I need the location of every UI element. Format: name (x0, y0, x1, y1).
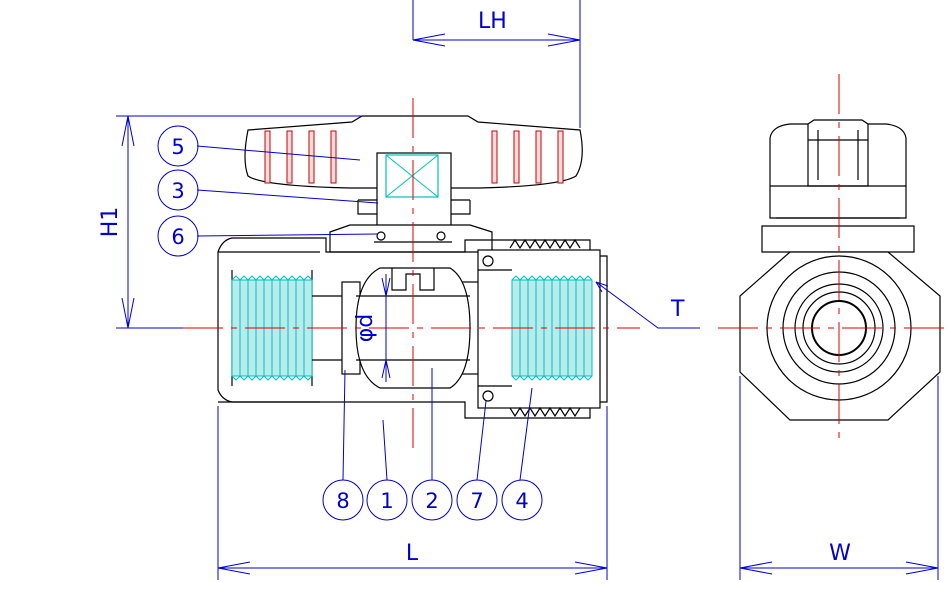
balloon-4: 4 (501, 479, 543, 521)
svg-text:1: 1 (380, 489, 393, 513)
balloon-5: 5 (157, 125, 199, 167)
dim-label-h1: H1 (98, 207, 123, 238)
bonnet (329, 224, 493, 253)
balloon-2: 2 (411, 479, 453, 521)
svg-text:5: 5 (171, 135, 184, 159)
handle (244, 115, 583, 189)
dim-label-w: W (829, 541, 851, 566)
balloon-6: 6 (157, 215, 199, 257)
front-section-view (183, 98, 640, 452)
balloon-1: 1 (366, 479, 408, 521)
balloon-8: 8 (322, 479, 364, 521)
svg-text:3: 3 (171, 179, 184, 203)
dim-label-t: T (670, 297, 685, 322)
balloon-group: 5 3 6 8 1 2 7 4 (157, 125, 543, 521)
handle-ribs-left (264, 130, 337, 184)
svg-text:7: 7 (470, 489, 483, 513)
dim-label-l: L (406, 541, 419, 566)
svg-text:8: 8 (336, 489, 349, 513)
ball (355, 267, 471, 389)
dimension-lines (116, 0, 939, 580)
handle-ribs-right (491, 130, 564, 184)
svg-text:4: 4 (515, 489, 528, 513)
side-view (718, 74, 951, 446)
balloon-leaders (196, 145, 533, 481)
dim-label-lh: LH (478, 9, 507, 34)
svg-text:2: 2 (425, 489, 438, 513)
dim-label-d: φd (353, 314, 378, 342)
balloon-7: 7 (456, 479, 498, 521)
stem (357, 152, 471, 228)
svg-text:6: 6 (171, 225, 184, 249)
balloon-3: 3 (157, 169, 199, 211)
